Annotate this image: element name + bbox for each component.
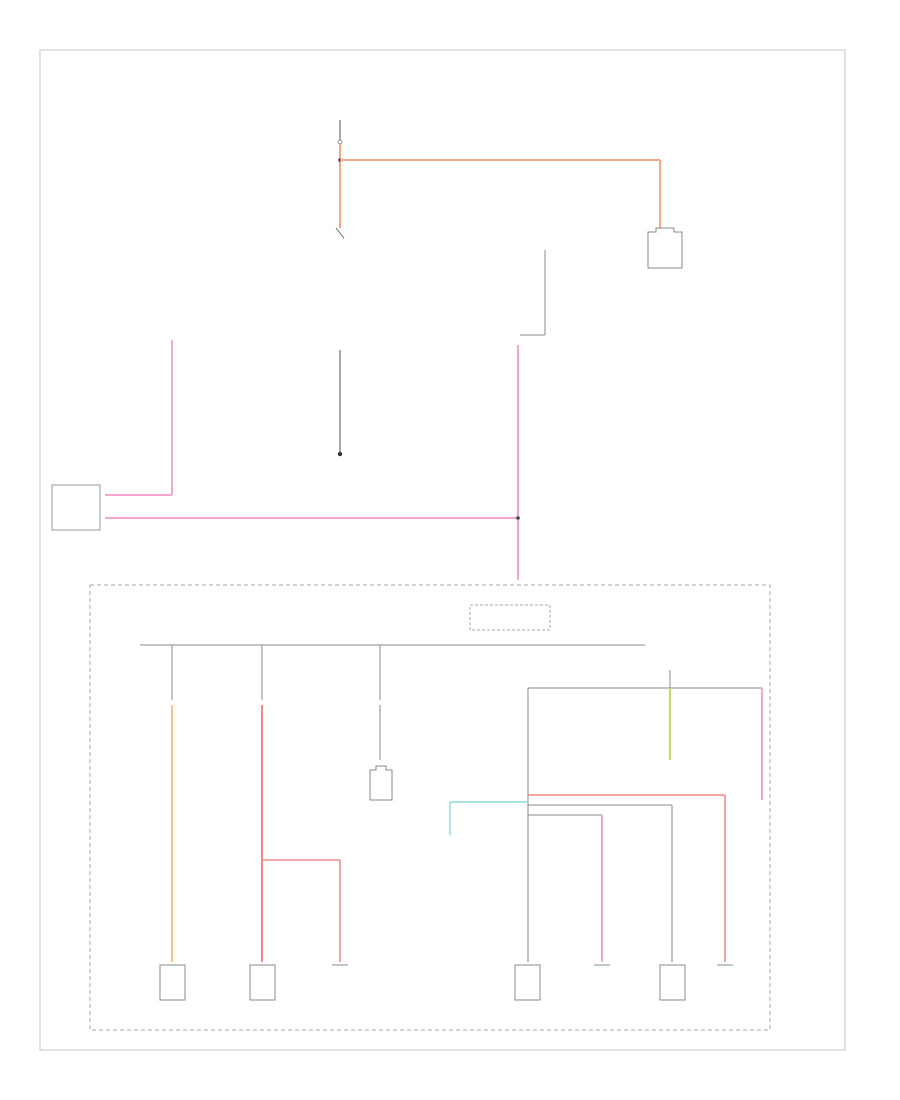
junction-block-label-box — [469, 604, 551, 631]
load-4 — [514, 964, 541, 1001]
load-6 — [659, 964, 686, 1001]
top-right-module — [647, 227, 683, 269]
load-1 — [159, 964, 186, 1001]
diagram-frame — [39, 49, 846, 1051]
power-distribution-box — [89, 584, 771, 1031]
branch-3-module — [369, 765, 393, 801]
top-connector — [337, 139, 343, 145]
top-fuse — [335, 227, 345, 239]
middle-ground-point — [337, 451, 343, 457]
body-control-module — [51, 484, 101, 531]
load-2 — [249, 964, 276, 1001]
junction-splice — [516, 516, 520, 520]
